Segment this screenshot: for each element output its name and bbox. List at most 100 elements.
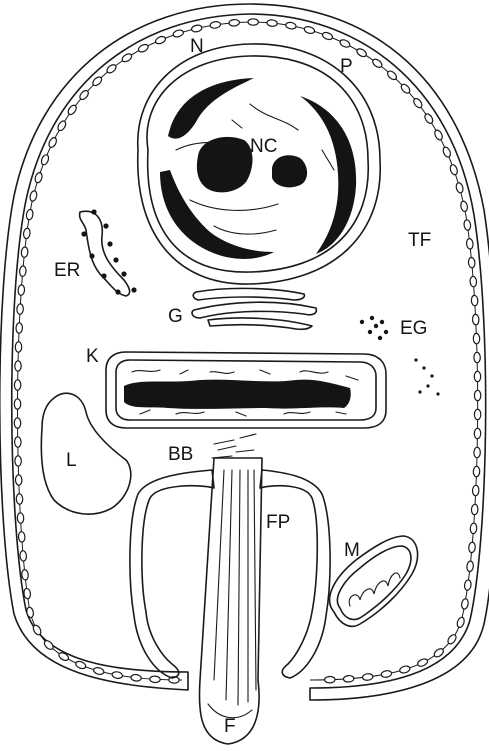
microtubule <box>15 342 22 353</box>
microtubule <box>154 35 166 45</box>
microtubule <box>58 651 70 662</box>
microtubule <box>248 19 258 26</box>
microtubule <box>14 399 20 409</box>
microtubule <box>26 607 34 618</box>
microtubule <box>112 671 123 679</box>
microtubule <box>16 323 23 334</box>
microtubule <box>21 247 28 258</box>
microtubule <box>461 598 469 609</box>
microtubule <box>23 228 31 239</box>
microtubule <box>470 523 477 534</box>
label-n: N <box>190 36 204 57</box>
microtubule <box>417 657 429 667</box>
label-g: G <box>168 306 183 327</box>
microtubule <box>460 201 468 212</box>
microtubule <box>321 31 333 41</box>
microtubule <box>362 673 373 681</box>
lipid-droplet <box>41 393 130 514</box>
microtubule <box>471 504 478 515</box>
microtubule <box>18 531 25 542</box>
label-f: F <box>224 716 236 737</box>
microtubule <box>304 26 316 35</box>
microtubule <box>56 120 67 132</box>
label-tf: TF <box>408 230 431 251</box>
microtubule <box>26 209 34 220</box>
microtubule <box>464 580 472 591</box>
flagellum <box>199 458 262 744</box>
microtubule <box>471 295 478 306</box>
microtubule <box>131 674 142 682</box>
microtubule <box>381 670 392 678</box>
microtubule <box>339 38 351 48</box>
microtubule <box>466 238 474 249</box>
endoplasmic-reticulum <box>80 209 137 296</box>
microtubule <box>355 47 367 58</box>
microtubule <box>16 494 23 505</box>
microtubule <box>137 43 149 53</box>
microtubule <box>473 466 480 477</box>
microtubule <box>121 52 133 63</box>
microtubule <box>472 485 479 496</box>
basal-body <box>212 434 256 458</box>
microtubule <box>474 352 481 363</box>
microtubule <box>14 380 21 390</box>
microtubule <box>399 665 411 674</box>
microtubule <box>470 276 477 287</box>
microtubule <box>466 561 473 572</box>
microtubule <box>474 428 481 438</box>
microtubule <box>172 29 184 38</box>
microtubule <box>468 542 475 553</box>
microtubule <box>371 58 383 69</box>
microtubule <box>21 569 28 580</box>
microtubule <box>15 456 22 467</box>
microtubule <box>150 676 161 683</box>
microtubule <box>474 447 481 458</box>
microtubule <box>474 371 481 381</box>
label-eg: EG <box>400 318 427 339</box>
microtubule <box>229 19 240 26</box>
label-nc: NC <box>250 136 277 157</box>
microtubule <box>449 164 459 176</box>
microtubule <box>40 154 50 166</box>
microtubule <box>210 21 221 29</box>
microtubule <box>423 112 434 124</box>
microtubule <box>191 24 203 33</box>
label-fp: FP <box>266 512 290 533</box>
label-l: L <box>66 450 77 471</box>
label-m: M <box>344 540 360 561</box>
nucleus <box>138 44 381 284</box>
microtubule <box>18 285 25 296</box>
microtubule <box>285 22 296 30</box>
microtubule <box>325 676 336 683</box>
microtubule <box>433 129 444 141</box>
microtubule <box>20 550 27 561</box>
microtubule <box>472 314 479 325</box>
microtubule <box>468 257 475 268</box>
microtubule <box>473 333 480 344</box>
microtubule <box>19 266 26 277</box>
microtubule <box>474 409 480 419</box>
label-bb: BB <box>168 444 193 465</box>
microtubule <box>15 437 22 447</box>
microtubule <box>15 361 22 372</box>
kinetoplast <box>106 352 386 428</box>
label-p: P <box>340 56 353 77</box>
microtubule <box>48 136 58 148</box>
microtubule <box>455 182 464 194</box>
microtubule <box>14 418 20 428</box>
microtubule <box>267 19 278 26</box>
microtubule <box>442 146 452 158</box>
microtubule <box>17 513 24 524</box>
label-k: K <box>86 346 99 367</box>
mitochondrion <box>330 536 418 626</box>
microtubule <box>463 219 471 230</box>
microtubule <box>15 475 22 486</box>
microtubule <box>67 104 78 116</box>
microtubule <box>456 616 465 628</box>
flagellar-pocket <box>130 470 330 678</box>
label-er: ER <box>54 260 80 281</box>
microtubule <box>93 667 105 676</box>
microtubule <box>17 304 24 315</box>
microtubule <box>29 190 38 202</box>
